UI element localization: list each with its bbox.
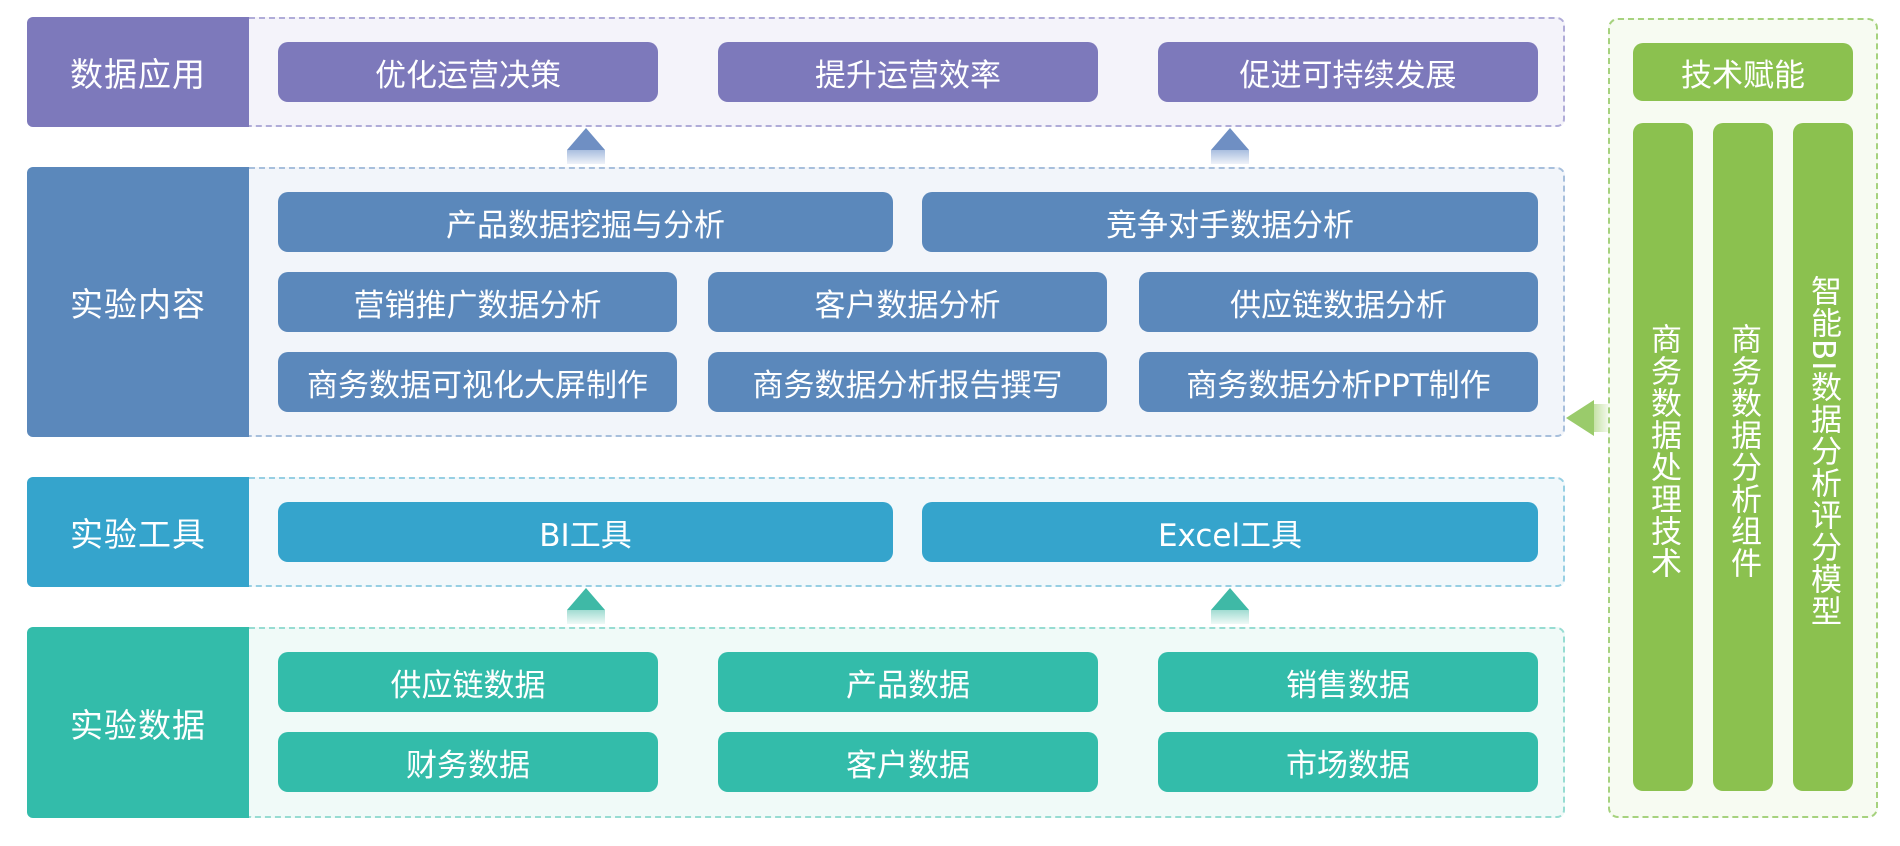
content-item-1: 产品数据挖掘与分析 [278, 192, 893, 252]
tech-column-3: 智能BI数据分析评分模型 [1793, 123, 1853, 791]
row-label-data: 实验数据 [27, 627, 249, 818]
arrow-stem [567, 150, 605, 164]
data-item-1: 供应链数据 [278, 652, 658, 712]
row-label-content: 实验内容 [27, 167, 249, 437]
arrow-stem [1211, 610, 1249, 624]
tool-item-bi: BI工具 [278, 502, 893, 562]
content-item-4: 客户数据分析 [708, 272, 1107, 332]
content-item-3: 营销推广数据分析 [278, 272, 677, 332]
app-item-1: 优化运营决策 [278, 42, 658, 102]
content-item-7: 商务数据分析报告撰写 [708, 352, 1107, 412]
content-item-6: 商务数据可视化大屏制作 [278, 352, 677, 412]
arrow-stem [1211, 150, 1249, 164]
tech-column-1-label: 商务数据处理技术 [1645, 323, 1681, 579]
tech-header: 技术赋能 [1633, 43, 1853, 101]
data-item-6: 市场数据 [1158, 732, 1538, 792]
arrow-left-stem [1594, 404, 1608, 432]
tech-column-2: 商务数据分析组件 [1713, 123, 1773, 791]
tech-column-1: 商务数据处理技术 [1633, 123, 1693, 791]
content-item-8: 商务数据分析PPT制作 [1139, 352, 1538, 412]
data-item-3: 销售数据 [1158, 652, 1538, 712]
app-item-2: 提升运营效率 [718, 42, 1098, 102]
tool-item-excel: Excel工具 [922, 502, 1538, 562]
row-label-tools: 实验工具 [27, 477, 249, 587]
app-item-3: 促进可持续发展 [1158, 42, 1538, 102]
arrow-stem [567, 610, 605, 624]
arrow-up-icon [1211, 588, 1249, 610]
content-item-5: 供应链数据分析 [1139, 272, 1538, 332]
data-item-4: 财务数据 [278, 732, 658, 792]
row-label-application: 数据应用 [27, 17, 249, 127]
content-item-2: 竞争对手数据分析 [922, 192, 1538, 252]
arrow-left-icon [1566, 400, 1594, 436]
arrow-up-icon [1211, 128, 1249, 150]
tech-column-3-label: 智能BI数据分析评分模型 [1805, 275, 1841, 628]
data-item-2: 产品数据 [718, 652, 1098, 712]
data-item-5: 客户数据 [718, 732, 1098, 792]
arrow-up-icon [567, 588, 605, 610]
tech-column-2-label: 商务数据分析组件 [1725, 323, 1761, 579]
arrow-up-icon [567, 128, 605, 150]
